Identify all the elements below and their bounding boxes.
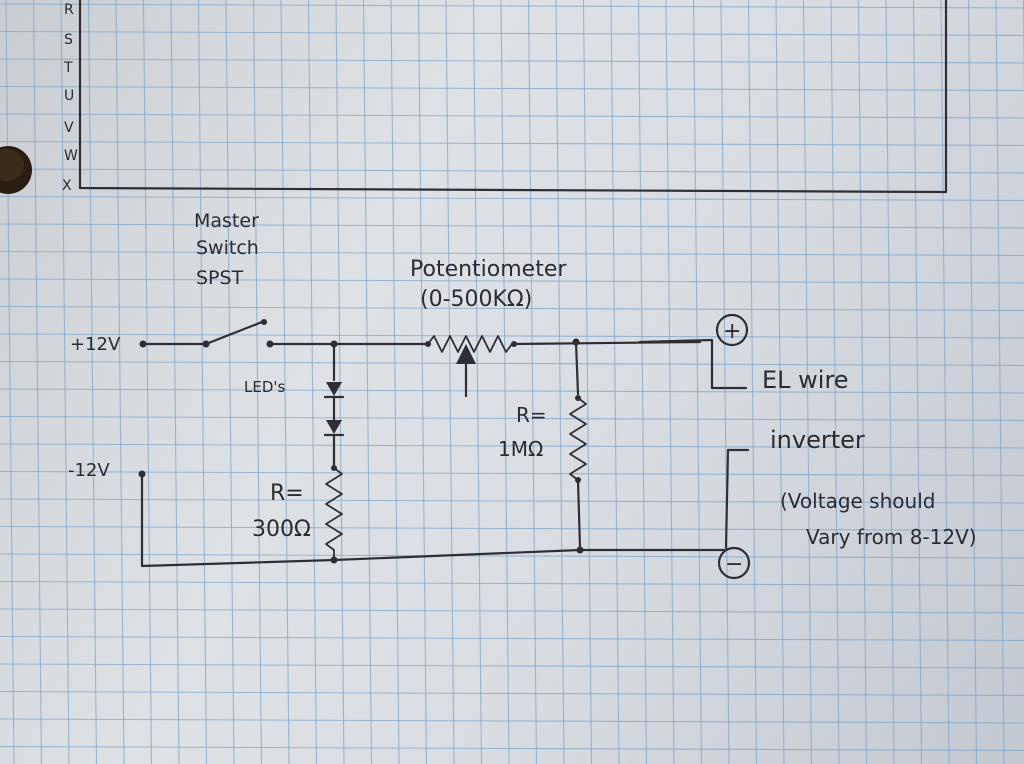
grid-line-horizontal — [0, 30, 1024, 37]
grid-line-vertical — [775, 0, 785, 764]
plus-symbol: + — [723, 319, 741, 344]
led-branch — [323, 340, 345, 561]
master-switch — [139, 319, 432, 348]
r-1m-label-line1: R= — [516, 403, 547, 427]
minus-12v-label: -12V — [68, 460, 110, 481]
row-letter-u: U — [64, 88, 74, 104]
grid-line-vertical — [912, 0, 923, 764]
grid-line-horizontal — [0, 333, 1024, 339]
voltage-note-line1: (Voltage should — [780, 489, 935, 513]
r-1m-label-line2: 1MΩ — [498, 437, 543, 461]
grid-line-horizontal — [0, 168, 1024, 174]
potentiometer-label-range: (0-500KΩ) — [420, 287, 532, 312]
grid-line-horizontal — [0, 278, 1024, 284]
grid-line-horizontal — [0, 113, 1024, 119]
grid-line-vertical — [280, 0, 290, 764]
grid-line-vertical — [527, 0, 538, 764]
grid-line-horizontal — [0, 250, 1024, 257]
grid-line-horizontal — [0, 58, 1024, 64]
plus-12v-label: +12V — [70, 334, 121, 355]
grid-line-horizontal — [0, 718, 1024, 724]
master-switch-label-line2: Switch — [196, 237, 259, 259]
potentiometer-label: Potentiometer (0-500KΩ) — [410, 257, 567, 312]
master-switch-label-line1: Master — [194, 210, 259, 232]
grid-line-vertical — [857, 0, 868, 764]
grid-line-vertical — [692, 0, 703, 764]
inverter-negative-terminal: − — [717, 448, 751, 580]
grid-line-horizontal — [0, 140, 1024, 147]
grid-line-vertical — [582, 0, 593, 764]
grid-line-horizontal — [0, 305, 1024, 312]
row-letters: R S T U V W X — [62, 2, 78, 194]
grid-line-horizontal — [0, 690, 1024, 697]
grid-line-horizontal — [0, 443, 1024, 449]
grid-line-vertical — [252, 0, 263, 764]
top-frame — [78, 0, 948, 194]
master-switch-label: Master Switch SPST — [194, 210, 259, 289]
grid-line-vertical — [747, 0, 758, 764]
el-wire-label: EL wire — [762, 366, 849, 394]
grid-line-vertical — [940, 0, 950, 764]
row-letter-w: W — [64, 148, 78, 164]
potentiometer-symbol — [425, 335, 702, 398]
grid-line-vertical — [637, 0, 648, 764]
grid-line-horizontal — [0, 663, 1024, 669]
row-letter-r: R — [64, 2, 74, 18]
inverter-label: inverter — [770, 426, 865, 454]
r-300-label-line1: R= — [270, 481, 304, 506]
grid-line-vertical — [225, 0, 235, 764]
row-letter-t: T — [63, 60, 73, 76]
el-wire-positive-terminal: + — [638, 313, 749, 390]
row-letter-x: X — [62, 178, 72, 194]
grid-line-horizontal — [0, 580, 1024, 587]
grid-line-vertical — [197, 0, 208, 764]
grid-line-horizontal — [0, 388, 1024, 394]
grid-line-horizontal — [0, 360, 1024, 367]
grid-line-vertical — [830, 0, 840, 764]
grid-line-horizontal — [0, 195, 1024, 202]
grid-line-vertical — [362, 0, 373, 764]
grid-line-horizontal — [0, 553, 1024, 559]
grid-line-vertical — [995, 0, 1005, 764]
r-1m-branch — [569, 338, 587, 554]
grid-line-horizontal — [0, 85, 1024, 92]
grid-line-vertical — [555, 0, 565, 764]
master-switch-label-line3: SPST — [196, 267, 244, 289]
grid-line-horizontal — [0, 745, 1024, 752]
row-letter-s: S — [64, 32, 73, 48]
grid-line-horizontal — [0, 608, 1024, 614]
voltage-note-line2: Vary from 8-12V) — [806, 525, 977, 549]
potentiometer-label-name: Potentiometer — [410, 257, 567, 282]
grid-line-horizontal — [0, 223, 1024, 229]
grid-line-horizontal — [0, 525, 1024, 532]
grid-line-vertical — [445, 0, 455, 764]
grid-line-horizontal — [0, 415, 1024, 422]
grid-line-horizontal — [0, 470, 1024, 477]
r-300-label-line2: 300Ω — [252, 517, 311, 542]
grid-line-vertical — [307, 0, 318, 764]
leds-label: LED's — [244, 378, 286, 396]
grid-line-horizontal — [0, 498, 1024, 504]
grid-line-vertical — [720, 0, 730, 764]
ground-return — [138, 470, 726, 568]
grid-line-vertical — [802, 0, 813, 764]
grid-line-horizontal — [0, 3, 1024, 9]
grid-line-vertical — [610, 0, 620, 764]
grid-line-horizontal — [0, 635, 1024, 642]
grid-line-vertical — [967, 0, 978, 764]
grid-line-vertical — [390, 0, 400, 764]
grid-line-vertical — [472, 0, 483, 764]
minus-symbol: − — [725, 552, 743, 577]
grid-line-vertical — [665, 0, 675, 764]
row-letter-v: V — [64, 120, 74, 136]
grid-line-vertical — [885, 0, 895, 764]
grid-line-vertical — [417, 0, 428, 764]
grid-line-vertical — [500, 0, 510, 764]
